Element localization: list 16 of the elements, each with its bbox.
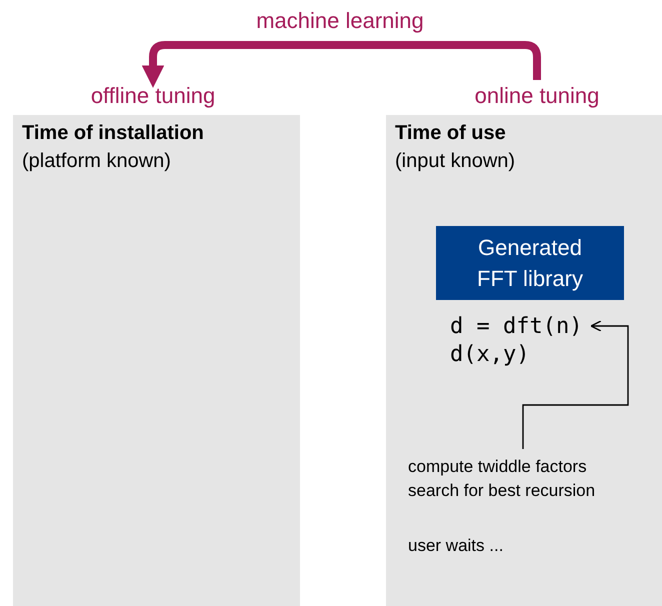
panel-title: Time of use bbox=[395, 121, 507, 146]
note-text: compute twiddle factors bbox=[408, 456, 588, 478]
panel-subtitle: (input known) bbox=[395, 149, 516, 174]
tuning-label: offline tuning bbox=[90, 82, 216, 110]
note-text: search for best recursion bbox=[408, 480, 596, 502]
arrow bbox=[522, 320, 629, 449]
panel-subtitle: (platform known) bbox=[22, 149, 172, 174]
tuning-label: online tuning bbox=[474, 82, 600, 110]
code-line: d = dft(n) bbox=[450, 312, 582, 340]
panel bbox=[13, 115, 300, 606]
code-line: d(x,y) bbox=[450, 340, 530, 368]
panel-title: Time of installation bbox=[22, 121, 204, 146]
note-text: user waits ... bbox=[408, 535, 504, 558]
panel bbox=[386, 115, 662, 606]
library-box bbox=[436, 226, 624, 300]
box-label: Generated FFT library bbox=[476, 234, 584, 293]
